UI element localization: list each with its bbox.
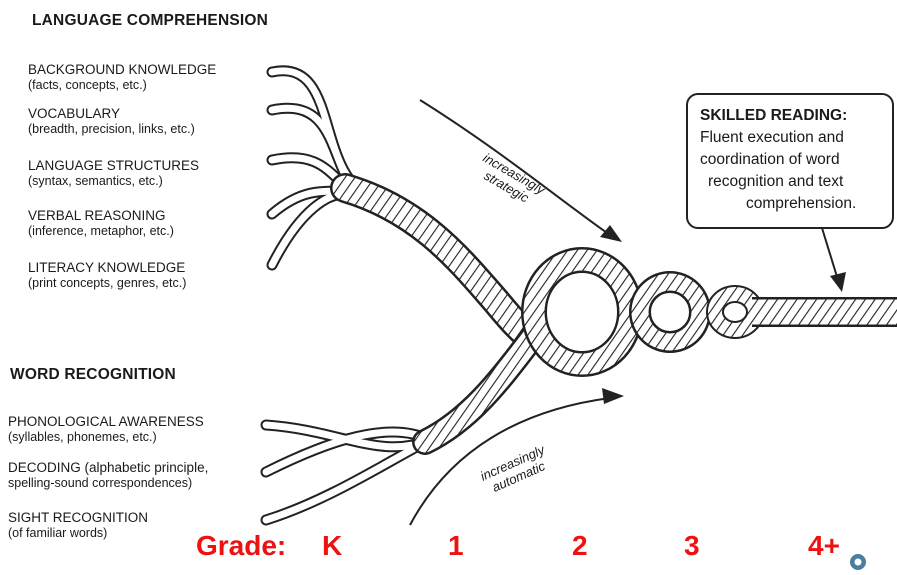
skilled-reading-title: SKILLED READING: (700, 105, 884, 127)
vocabulary-label: VOCABULARY (breadth, precision, links, e… (28, 106, 195, 137)
phonological-awareness-label: PHONOLOGICAL AWARENESS (syllables, phone… (8, 414, 204, 445)
skilled-reading-line: comprehension. (700, 193, 884, 215)
word-recognition-title: WORD RECOGNITION (10, 366, 176, 384)
skilled-reading-line: Fluent execution and (700, 127, 884, 149)
verbal-reasoning-label: VERBAL REASONING (inference, metaphor, e… (28, 208, 174, 239)
literacy-knowledge-label: LITERACY KNOWLEDGE (print concepts, genr… (28, 260, 186, 291)
grade-3: 3 (684, 530, 700, 562)
sight-recognition-label: SIGHT RECOGNITION (of familiar words) (8, 510, 148, 541)
language-comprehension-title: LANGUAGE COMPREHENSION (32, 12, 268, 30)
grade-label: Grade: (196, 530, 286, 562)
decoding-label: DECODING (alphabetic principle, spelling… (8, 460, 208, 491)
language-structures-label: LANGUAGE STRUCTURES (syntax, semantics, … (28, 158, 199, 189)
grade-k: K (322, 530, 342, 562)
skilled-reading-line: coordination of word (700, 149, 884, 171)
grade-4-plus: 4+ (808, 530, 840, 562)
background-knowledge-label: BACKGROUND KNOWLEDGE (facts, concepts, e… (28, 62, 216, 93)
grade-2: 2 (572, 530, 588, 562)
skilled-reading-line: recognition and text (700, 171, 884, 193)
grade-1: 1 (448, 530, 464, 562)
corner-logo-icon (848, 552, 868, 572)
skilled-reading-callout: SKILLED READING: Fluent execution and co… (686, 93, 894, 229)
